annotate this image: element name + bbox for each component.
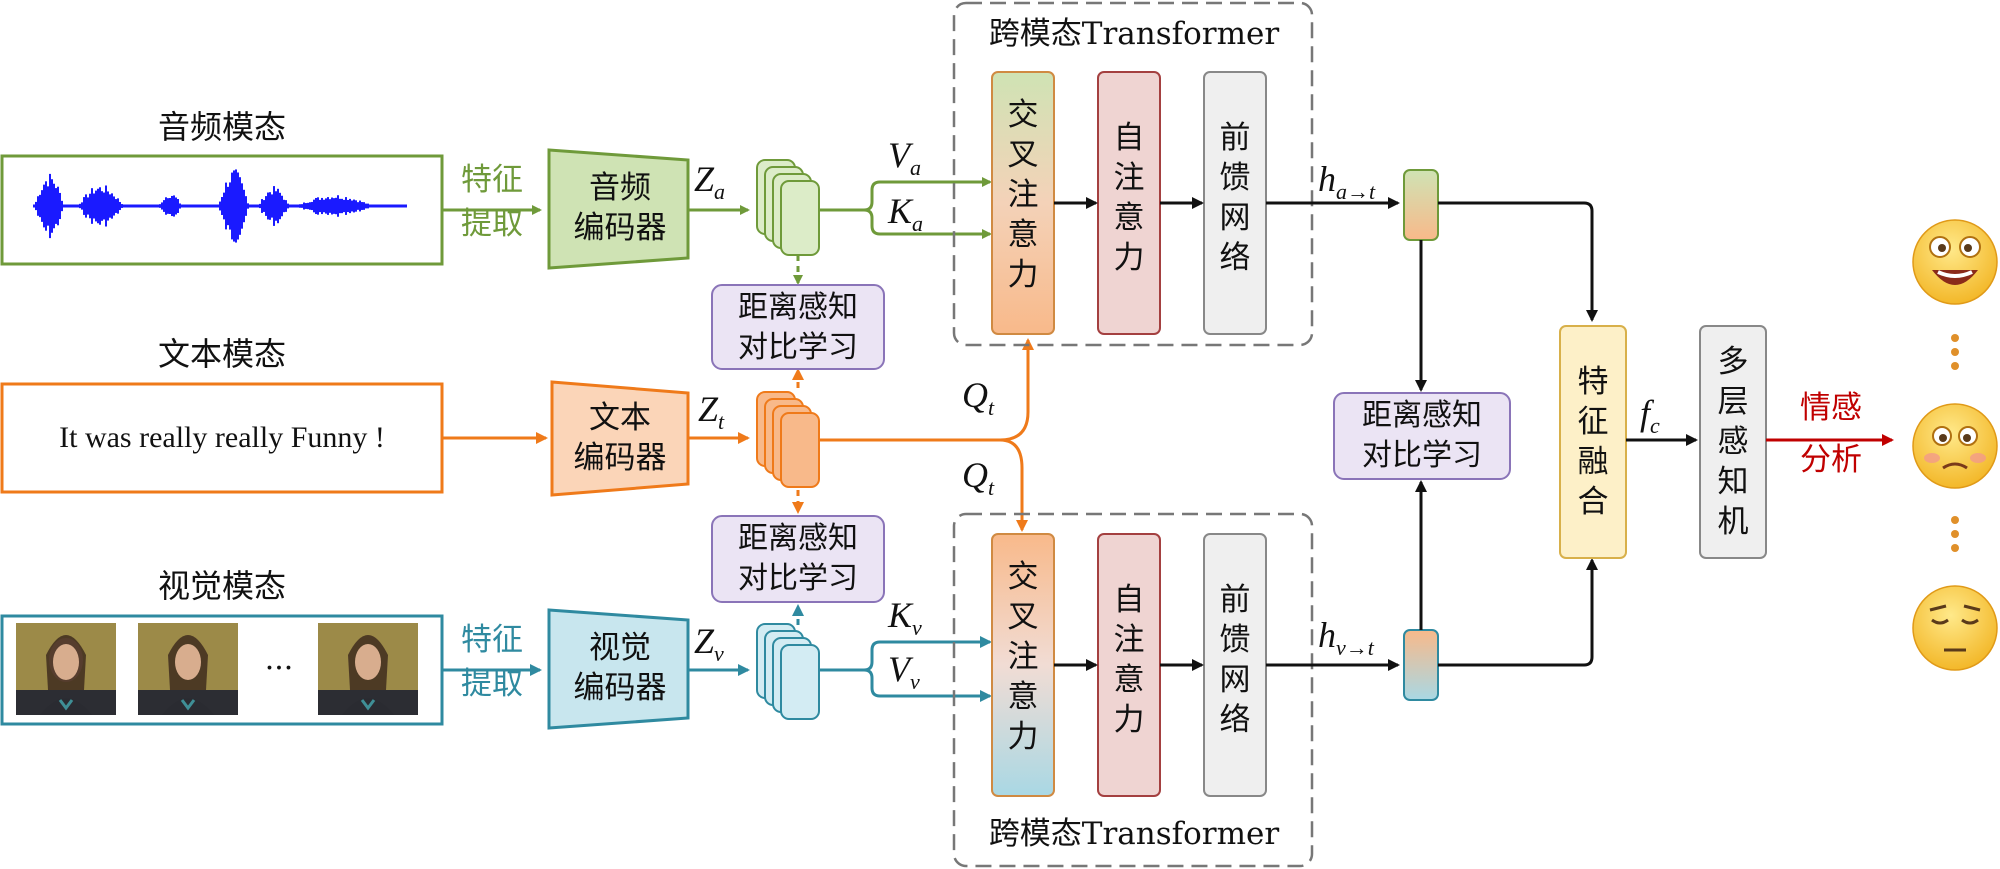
za-label: Za [694, 159, 726, 205]
ka-label: Ka [888, 191, 924, 237]
self-attn-top-label: 自注意力 [1113, 120, 1145, 276]
ellipsis-dots-bottom [1951, 516, 1959, 552]
audio-encoder-label: 音频编码器 [573, 170, 667, 246]
audio-modality-title: 音频模态 [157, 108, 286, 146]
ka-arrow [863, 208, 992, 239]
sad-emoji-icon [1912, 585, 1998, 671]
contrast-box-bottom [711, 515, 885, 603]
audio-feature-stack [756, 159, 820, 256]
zt-label: Zt [698, 389, 725, 435]
transformer-bottom-frame [952, 512, 1314, 868]
neutral-emoji-icon [1912, 403, 1998, 489]
contrast-right-label: 距离感知对比学习 [1362, 398, 1482, 473]
fusion-box [1559, 325, 1627, 559]
contrast-box-right [1333, 392, 1511, 480]
sentiment-label: 情感分析 [1800, 390, 1862, 478]
vv-label: Vv [888, 649, 920, 695]
transformer-bottom-title: 跨模态Transformer [988, 815, 1280, 852]
ellipsis-dots-top [1951, 334, 1959, 370]
ha-label: ha→t [1318, 159, 1376, 205]
visual-extract-label: 特征提取 [461, 622, 523, 702]
happy-emoji-icon [1912, 219, 1998, 305]
ffn-bottom-label: 前馈网络 [1219, 582, 1251, 738]
text-encoder-label: 文本编码器 [573, 400, 667, 476]
qt-bottom-label: Qt [962, 455, 995, 501]
text-input-box [0, 382, 444, 494]
mlp-label: 多层感知机 [1717, 344, 1749, 540]
video-frame-icon [318, 623, 418, 715]
cross-attn-top-label: 交叉注意力 [1007, 97, 1039, 293]
contrast-box-top [711, 284, 885, 370]
mlp-box [1699, 325, 1767, 559]
fusion-label: 特征融合 [1577, 364, 1609, 520]
audio-extract-label: 特征提取 [461, 162, 523, 242]
contrast-bottom-label: 距离感知对比学习 [738, 521, 858, 596]
contrast-top-label: 距离感知对比学习 [738, 290, 858, 365]
transformer-top-frame [952, 1, 1314, 347]
waveform-icon [33, 169, 407, 243]
text-modality-title: 文本模态 [157, 335, 286, 373]
self-attn-bottom-label: 自注意力 [1113, 582, 1145, 738]
text-encoder-box [550, 380, 690, 497]
qt-down-arrow [999, 438, 1028, 532]
zv-label: Zv [694, 621, 724, 667]
ha-to-fusion-arrow [1438, 201, 1598, 322]
audio-encoder-box [547, 148, 690, 270]
hv-label: hv→t [1318, 615, 1374, 661]
qt-top-label: Qt [962, 375, 995, 421]
video-frame-icon [16, 623, 116, 715]
fc-label: fc [1640, 393, 1660, 439]
visual-feature-stack [756, 623, 820, 720]
visual-encoder-label: 视觉编码器 [573, 630, 667, 706]
visual-encoder-box [547, 608, 690, 730]
video-frame-icon [138, 623, 238, 715]
va-label: Va [888, 135, 921, 181]
text-feature-stack [756, 391, 820, 488]
transformer-top-title: 跨模态Transformer [988, 15, 1280, 52]
visual-frame-ellipsis: ··· [264, 650, 294, 686]
text-input-sentence: It was really really Funny ! [59, 421, 385, 454]
vv-arrow [863, 668, 992, 702]
ffn-top-label: 前馈网络 [1219, 120, 1251, 276]
hv-token [1403, 629, 1439, 701]
cross-attn-bottom-label: 交叉注意力 [1007, 559, 1039, 755]
ha-token [1403, 169, 1439, 241]
kv-label: Kv [888, 595, 922, 641]
visual-modality-title: 视觉模态 [157, 567, 286, 605]
hv-to-fusion-arrow [1438, 558, 1598, 667]
